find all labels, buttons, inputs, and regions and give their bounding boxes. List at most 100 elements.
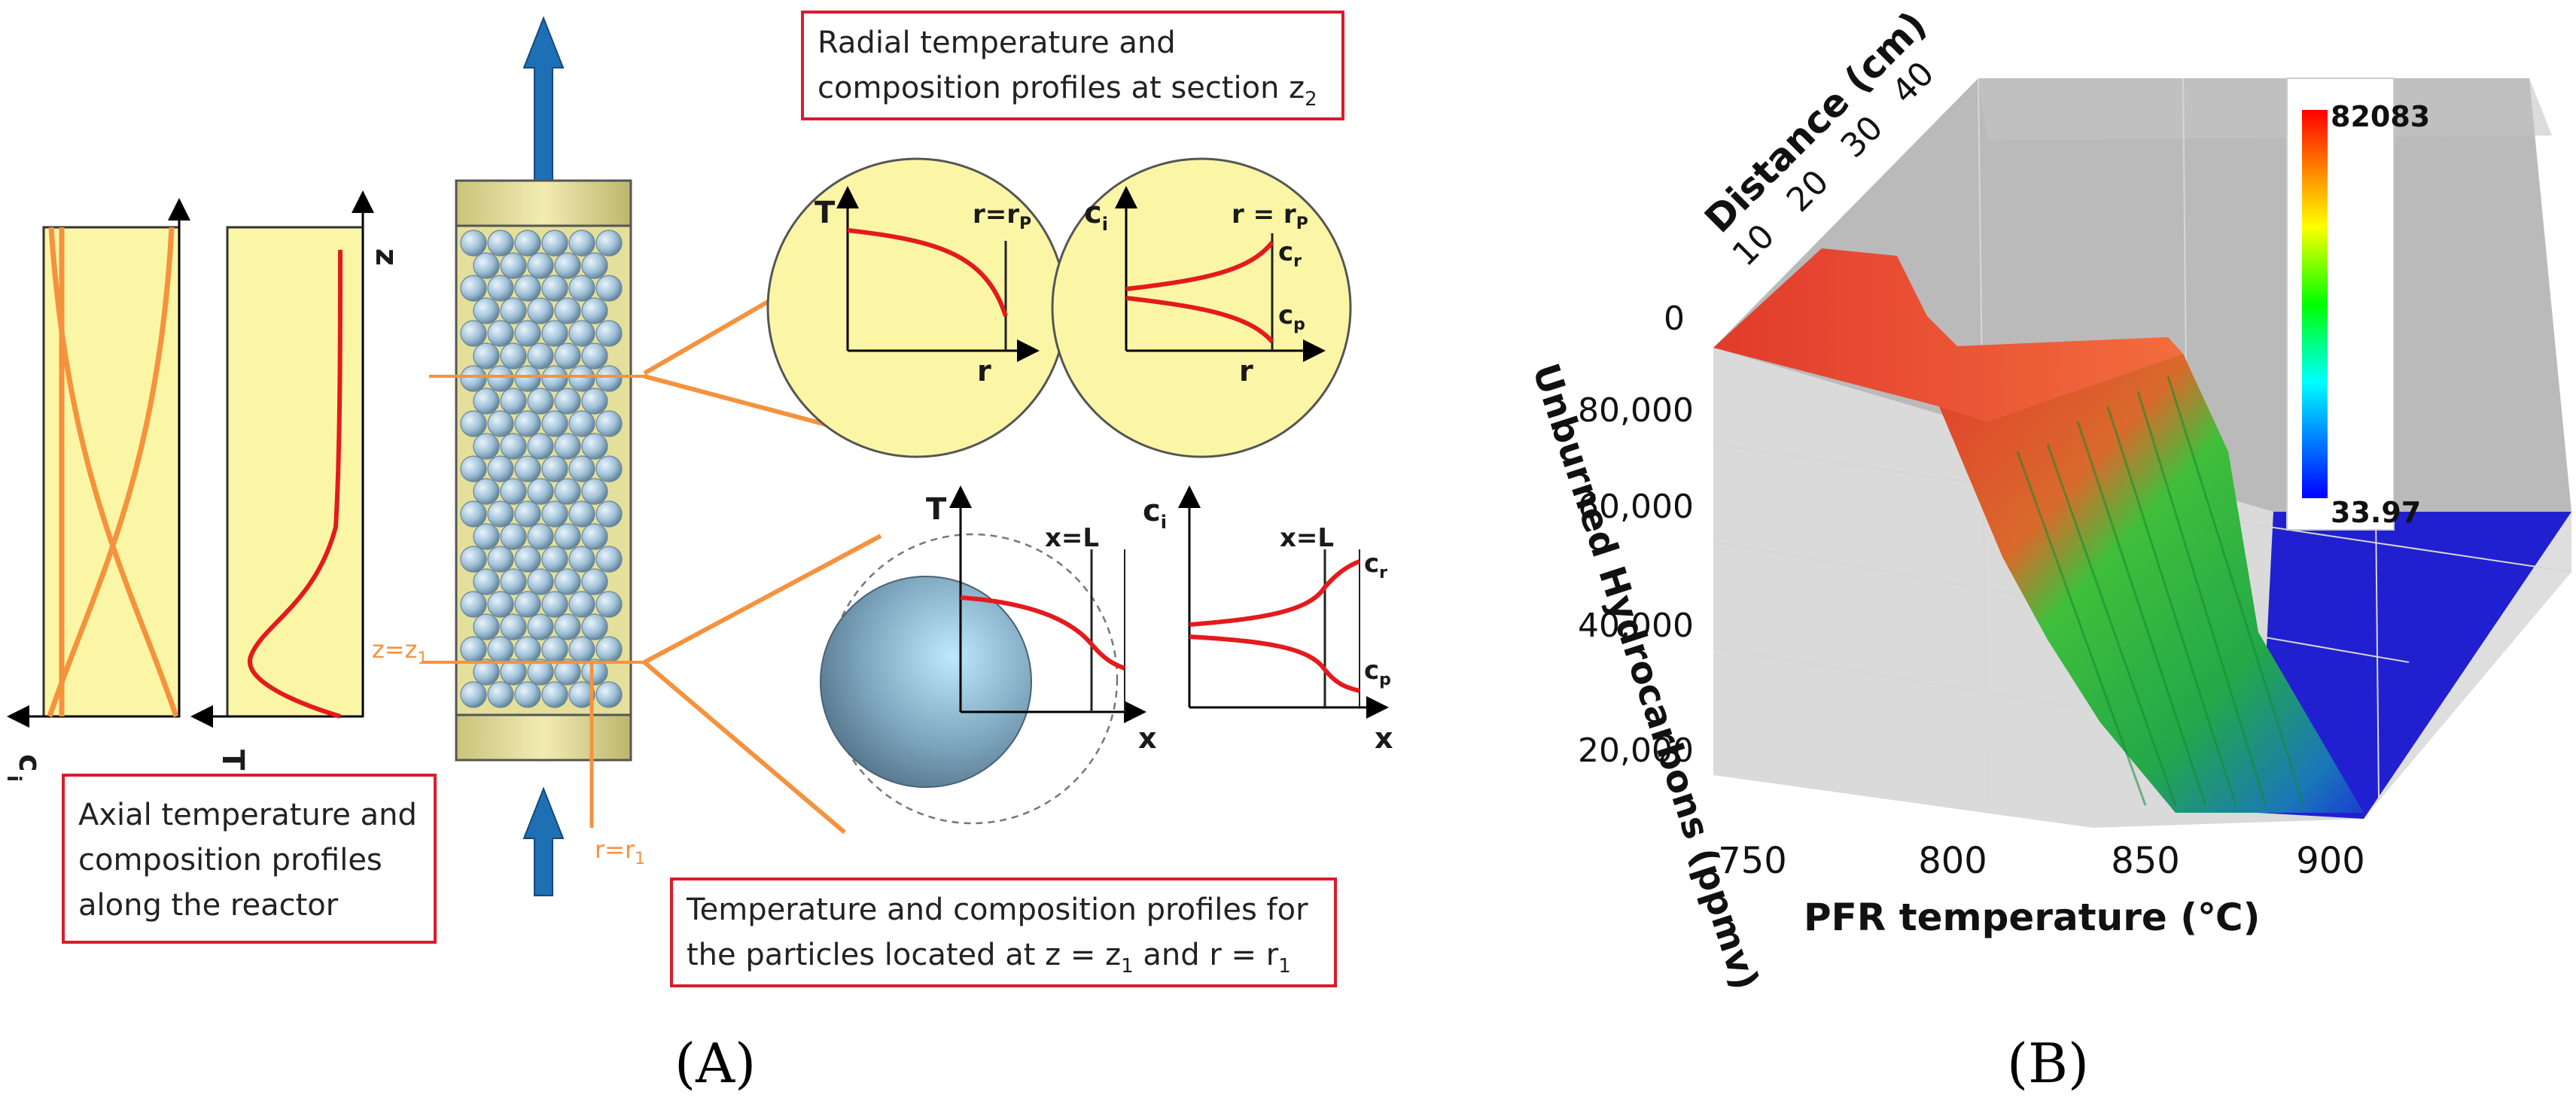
catalyst-particle [568,320,595,347]
catalyst-particle [487,681,514,708]
catalyst-particle [541,681,568,708]
axial-ci-axis-label: c [12,754,47,772]
radial-c-lower-label: cp [1278,300,1305,334]
particle-c-upper-label: cr [1364,549,1387,582]
catalyst-particle [527,433,554,460]
catalyst-particle [460,230,487,257]
particle-description-box: Temperature and composition profiles for… [670,877,1337,987]
catalyst-particle [487,275,514,302]
axial-box-line-1: Axial temperature and [78,798,417,832]
catalyst-particle [595,455,623,482]
catalyst-particle [595,681,623,708]
packed-bed-reactor: z=z1 r=r1 [372,16,647,896]
catalyst-particle [487,591,514,618]
catalyst-particle [514,591,541,618]
catalyst-particle [568,500,595,528]
catalyst-particle [595,230,623,257]
catalyst-particle [473,523,500,550]
catalyst-particle [487,546,514,573]
catalyst-particle [541,410,568,437]
catalyst-particle [541,500,568,528]
axial-t-axis-label: T [215,750,250,771]
catalyst-particle [581,388,608,415]
catalyst-particle [554,613,581,640]
catalyst-particle [554,658,581,686]
particle-box-line-2: the particles located at z = z1 and r = … [687,938,1291,978]
catalyst-particle [460,681,487,708]
catalyst-particle [500,388,527,415]
catalyst-particle [568,410,595,437]
particle-c-y-axis: ci [1143,494,1167,533]
radial-t-x-axis: r [977,354,991,388]
catalyst-particle [473,388,500,415]
catalyst-particle [460,500,487,528]
particle-box-line-1: Temperature and composition profiles for [686,893,1308,927]
catalyst-particle [554,342,581,370]
radial-c-x-axis: r [1239,354,1253,388]
catalyst-particle [541,275,568,302]
depth-tick-0: 0 [1664,300,1685,338]
catalyst-particle [541,636,568,663]
catalyst-particle [473,658,500,686]
catalyst-particle [527,478,554,505]
particle-temperature-plot: T x x=L [820,485,1157,825]
catalyst-particle [554,297,581,324]
catalyst-particle [581,658,608,686]
catalyst-particle [514,230,541,257]
catalyst-particle [527,658,554,686]
catalyst-particle [541,230,568,257]
catalyst-particle [473,478,500,505]
catalyst-particle [581,297,608,324]
catalyst-particle [595,410,623,437]
catalyst-particle [460,410,487,437]
particle-c-marker: x=L [1280,523,1334,553]
axial-description-box: Axial temperature and composition profil… [62,774,437,944]
axial-ci-axis-sub: i [2,775,25,782]
radial-c-marker: r = rP [1232,199,1308,233]
catalyst-particle [500,568,527,595]
radial-c-upper-label: cr [1278,237,1302,271]
catalyst-particle [500,658,527,686]
catalyst-particle [473,568,500,595]
catalyst-particle [568,546,595,573]
radial-description-box: Radial temperature and composition profi… [801,11,1344,120]
catalyst-particle [500,478,527,505]
catalyst-particle [581,342,608,370]
catalyst-particle [595,546,623,573]
particle-t-y-axis: T [926,492,947,527]
catalyst-particle [500,523,527,550]
radial-box-line-1: Radial temperature and [818,26,1176,60]
catalyst-particle [527,568,554,595]
catalyst-particle [581,252,608,279]
catalyst-particle [527,613,554,640]
catalyst-particle [500,433,527,460]
catalyst-particle [473,297,500,324]
catalyst-particle [554,252,581,279]
catalyst-particle [460,320,487,347]
radial-box-line-2: composition profiles at section z2 [818,71,1317,111]
radial-temperature-plot: T r r=rP [766,157,1067,458]
catalyst-particle [554,568,581,595]
catalyst-particle [514,500,541,528]
catalyst-particle [514,320,541,347]
particle-c-x-axis: x [1375,722,1393,755]
axial-ci-plot: c i [2,198,190,782]
catalyst-particle [595,636,623,663]
catalyst-particle [514,636,541,663]
catalyst-particle [527,297,554,324]
catalyst-particle [527,252,554,279]
catalyst-particle [460,591,487,618]
catalyst-particle [568,365,595,392]
catalyst-particle [460,546,487,573]
y-tick-80000: 80,000 [1578,391,1694,430]
catalyst-particle [460,455,487,482]
catalyst-particle [487,365,514,392]
catalyst-particle [527,523,554,550]
catalyst-particle [487,230,514,257]
catalyst-particle [487,410,514,437]
catalyst-particle [595,365,623,392]
catalyst-particle [554,478,581,505]
axial-t-plot: T z [190,190,403,771]
catalyst-particle [541,591,568,618]
